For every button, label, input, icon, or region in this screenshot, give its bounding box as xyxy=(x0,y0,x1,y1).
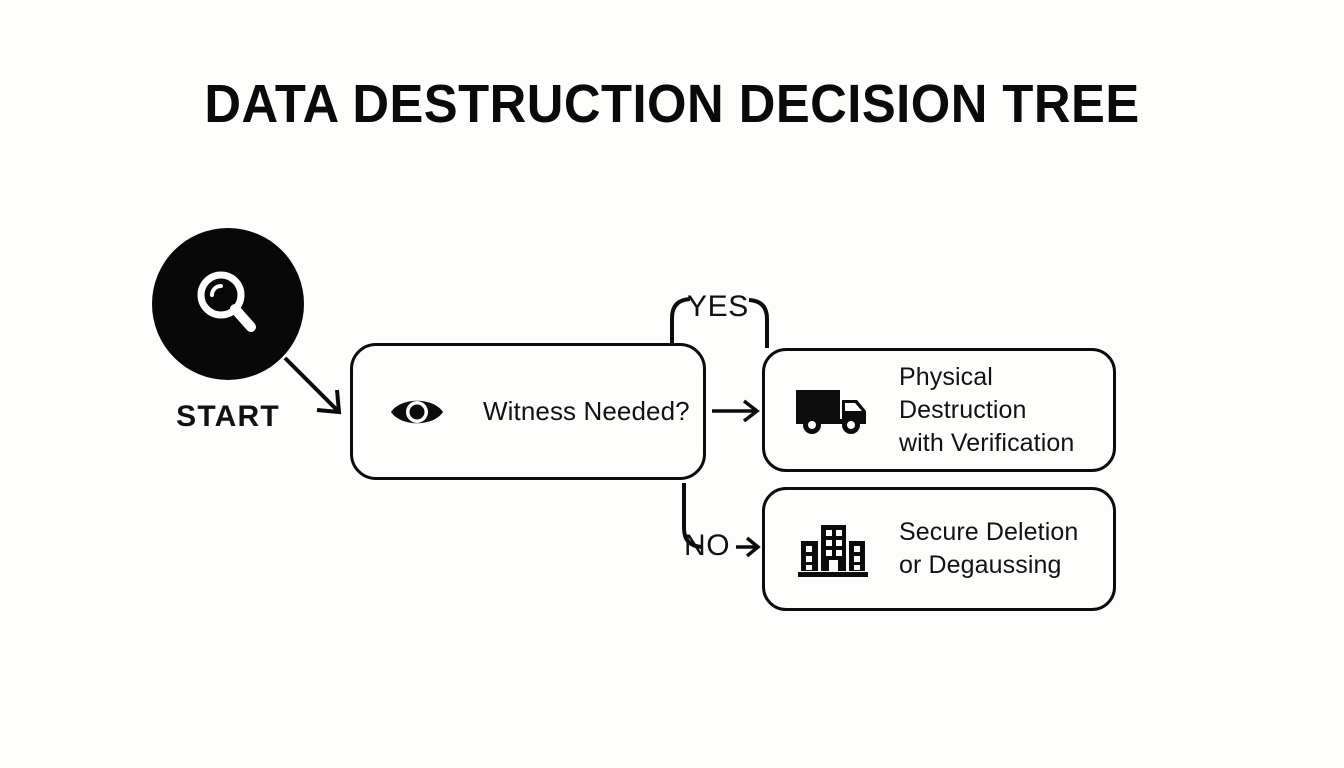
arrow-decision-to-yes xyxy=(712,399,760,423)
decision-label: Witness Needed? xyxy=(483,396,690,427)
truck-icon xyxy=(793,384,871,436)
outcome-label-physical-destruction: Physical Destruction with Verification xyxy=(899,361,1113,460)
branch-label-yes: YES xyxy=(687,290,749,323)
start-label: START xyxy=(176,400,280,433)
outcome-node-physical-destruction[interactable]: Physical Destruction with Verification xyxy=(762,348,1116,472)
outcome-line-2: with Verification xyxy=(899,428,1075,457)
magnifier-icon xyxy=(152,228,304,380)
building-icon xyxy=(797,519,869,579)
eye-icon xyxy=(389,395,445,429)
decision-node-witness-needed[interactable]: Witness Needed? xyxy=(350,343,706,480)
outcome-node-secure-deletion[interactable]: Secure Deletion or Degaussing xyxy=(762,487,1116,611)
outcome-label-secure-deletion: Secure Deletion or Degaussing xyxy=(899,516,1078,582)
outcome-line-1: Secure Deletion xyxy=(899,518,1079,546)
outcome-line-1: Physical Destruction xyxy=(899,362,1027,424)
page-title: DATA DESTRUCTION DECISION TREE xyxy=(204,74,1140,134)
outcome-line-2: or Degaussing xyxy=(899,551,1062,579)
arrow-decision-to-no xyxy=(736,536,761,558)
branch-label-no: NO xyxy=(684,529,731,562)
connector-yes-curve-right xyxy=(748,298,769,348)
start-node[interactable] xyxy=(152,228,304,380)
